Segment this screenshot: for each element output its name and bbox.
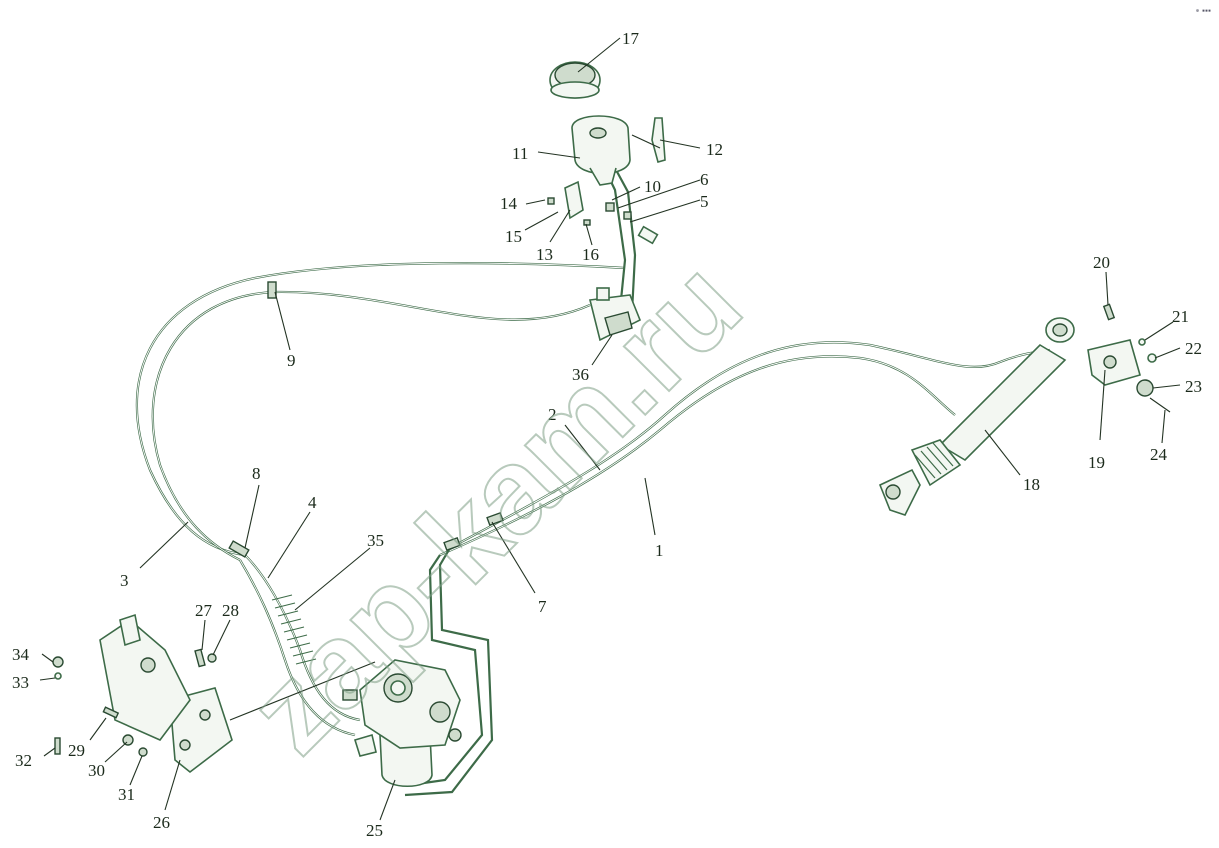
callout-20: 20 — [1093, 253, 1110, 272]
pipe-1-inner — [439, 355, 956, 556]
callout-labels: 1 2 3 4 5 6 7 8 9 10 11 12 13 14 15 16 1… — [12, 29, 1202, 840]
cotter-24 — [1149, 397, 1171, 413]
leader-lines — [39, 37, 1181, 821]
callout-22: 22 — [1185, 339, 1202, 358]
hose-9-inner — [152, 291, 591, 561]
callout-24: 24 — [1150, 445, 1168, 464]
washer-22 — [1147, 353, 1157, 363]
callout-11: 11 — [512, 144, 528, 163]
washer-21 — [1138, 338, 1146, 346]
callout-8: 8 — [252, 464, 261, 483]
callout-4: 4 — [308, 493, 317, 512]
callout-35: 35 — [367, 531, 384, 550]
watermark-text: zap-kam.ru — [224, 236, 767, 779]
pump-bracket — [99, 613, 233, 774]
callout-34: 34 — [12, 645, 30, 664]
pipe-36-reservoir-b — [614, 167, 637, 313]
reservoir-cap — [549, 61, 601, 99]
callout-6: 6 — [700, 170, 709, 189]
callout-7: 7 — [538, 597, 547, 616]
power-cylinder — [878, 317, 1075, 516]
callout-25: 25 — [366, 821, 383, 840]
callout-28: 28 — [222, 601, 239, 620]
callout-3: 3 — [120, 571, 129, 590]
pump-pipe-a — [409, 554, 484, 787]
callout-19: 19 — [1088, 453, 1105, 472]
corner-mark: ⊕ ▪▪▪ — [1196, 8, 1211, 14]
callout-13: 13 — [536, 245, 553, 264]
callout-12: 12 — [706, 140, 723, 159]
clip-8 — [228, 540, 250, 558]
callout-17: 17 — [622, 29, 640, 48]
callout-15: 15 — [505, 227, 522, 246]
callout-9: 9 — [287, 351, 296, 370]
callout-16: 16 — [582, 245, 599, 264]
bolt-20 — [1102, 303, 1116, 321]
clip-7b — [443, 536, 461, 552]
fittings-group — [547, 197, 659, 245]
callout-21: 21 — [1172, 307, 1189, 326]
hose-4-inner — [244, 554, 361, 721]
clip-7 — [486, 511, 504, 527]
pump-pipe-b — [404, 547, 494, 797]
callout-5: 5 — [700, 192, 709, 211]
reservoir — [571, 115, 631, 186]
callout-2: 2 — [548, 405, 557, 424]
steering-gear — [342, 659, 462, 787]
pipe-to-bracket — [229, 661, 376, 721]
callout-1: 1 — [655, 541, 664, 560]
hose-sleeve — [271, 594, 317, 665]
callout-29: 29 — [68, 741, 85, 760]
callout-36: 36 — [572, 365, 589, 384]
callout-18: 18 — [1023, 475, 1040, 494]
reservoir-clamp — [564, 180, 584, 220]
nut-23 — [1136, 379, 1154, 397]
callout-33: 33 — [12, 673, 29, 692]
callout-10: 10 — [644, 177, 661, 196]
components — [52, 61, 1171, 787]
callout-30: 30 — [88, 761, 105, 780]
callout-32: 32 — [15, 751, 32, 770]
callout-31: 31 — [118, 785, 135, 804]
reservoir-bracket — [651, 117, 666, 163]
clip-9 — [267, 281, 277, 299]
hose-35-inner — [239, 559, 356, 736]
callout-27: 27 — [195, 601, 213, 620]
valve-36 — [589, 287, 642, 342]
bracket-hole — [1103, 355, 1117, 369]
callout-26: 26 — [153, 813, 170, 832]
callout-14: 14 — [500, 194, 518, 213]
callout-23: 23 — [1185, 377, 1202, 396]
hydraulic-lines — [135, 164, 1051, 797]
hose-3-inner — [136, 262, 626, 556]
pipe-2-inner — [449, 341, 1051, 549]
